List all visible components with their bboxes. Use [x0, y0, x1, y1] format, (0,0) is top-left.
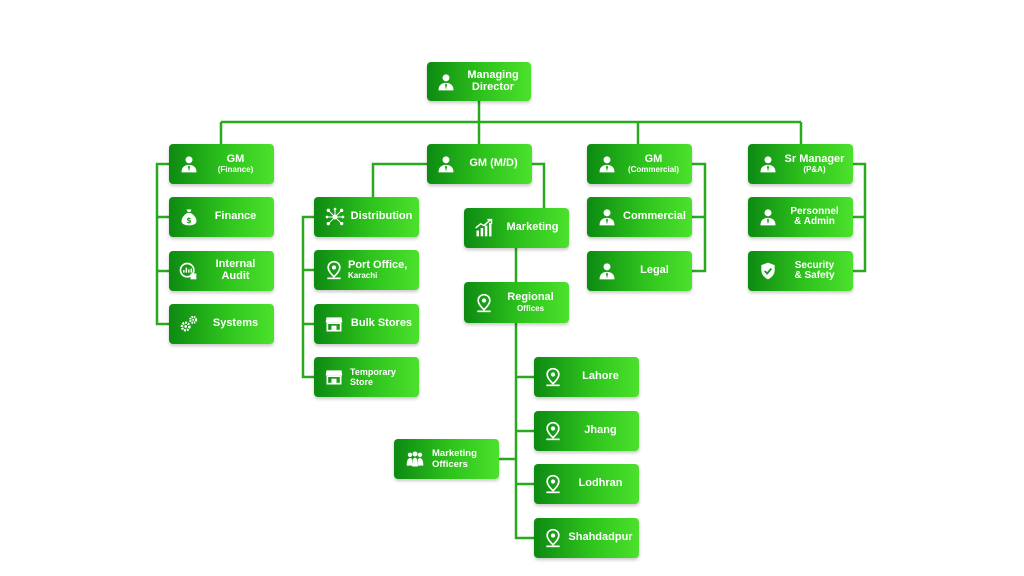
node-title: GM — [226, 152, 245, 165]
node-title: Temporary — [350, 366, 396, 377]
person-icon — [757, 206, 779, 228]
location-pin-icon — [323, 259, 345, 281]
location-pin-icon — [542, 366, 564, 388]
shield-check-icon — [757, 260, 779, 282]
node-title: Regional — [507, 291, 554, 304]
node-subtitle: Karachi — [348, 271, 378, 281]
node-commercial: Commercial — [587, 197, 692, 237]
connector-commercial-branch — [692, 162, 707, 273]
node-security-safety: Security & Safety — [748, 251, 853, 291]
node-title: Personnel — [790, 205, 839, 217]
location-pin-icon — [542, 527, 564, 549]
node-subtitle: (Commercial) — [627, 165, 680, 175]
node-title: Sr Manager — [784, 152, 845, 165]
node-title: Port Office, — [348, 258, 408, 271]
connector-distribution — [371, 162, 427, 197]
node-finance: Finance — [169, 197, 274, 237]
gears-icon — [178, 313, 200, 335]
node-gm-md: GM (M/D) — [427, 144, 532, 184]
node-legal: Legal — [587, 251, 692, 291]
node-internal-audit: Internal Audit — [169, 251, 274, 291]
node-sr-manager: Sr Manager (P&A) — [748, 144, 853, 184]
node-subtitle: (Finance) — [217, 165, 254, 175]
audit-icon — [177, 260, 199, 282]
node-title: Lodhran — [578, 477, 623, 490]
node-title: Finance — [214, 210, 257, 223]
node-title: Jhang — [584, 424, 617, 437]
team-icon — [402, 448, 428, 470]
node-subtitle: & Admin — [794, 216, 835, 227]
node-subtitle: Store — [350, 377, 374, 387]
node-title: Shahdadpur — [568, 531, 633, 544]
network-icon — [324, 206, 346, 228]
node-systems: Systems — [169, 304, 274, 344]
node-jhang: Jhang — [534, 411, 639, 451]
node-title: Commercial — [623, 210, 686, 223]
person-icon — [435, 71, 457, 93]
node-title: Distribution — [350, 210, 413, 223]
node-lodhran: Lodhran — [534, 464, 639, 504]
node-title: Lahore — [582, 370, 619, 383]
person-icon — [596, 153, 618, 175]
node-regional-offices: Regional Offices — [464, 282, 569, 323]
connector-distribution-branch — [301, 215, 314, 379]
growth-chart-icon — [473, 217, 495, 239]
node-title: Marketing — [506, 221, 559, 234]
connector-regional-branch — [499, 323, 534, 540]
store-icon — [323, 366, 345, 388]
person-icon — [596, 260, 618, 282]
node-marketing-officers: Marketing Officers — [394, 439, 499, 479]
connector-srmgr-branch — [853, 162, 867, 273]
node-title: Legal — [640, 264, 669, 277]
node-title: Systems — [212, 317, 259, 330]
connector-finance-branch — [155, 162, 169, 326]
node-title: Bulk Stores — [350, 317, 413, 330]
money-bag-icon — [178, 206, 200, 228]
node-managing-director: Managing Director — [427, 62, 531, 101]
store-icon — [323, 313, 345, 335]
node-temporary-store: Temporary Store — [314, 357, 419, 397]
node-gm-commercial: GM (Commercial) — [587, 144, 692, 184]
node-lahore: Lahore — [534, 357, 639, 397]
location-pin-icon — [542, 473, 564, 495]
person-icon — [435, 153, 457, 175]
node-title: GM — [644, 152, 663, 165]
node-title: GM (M/D) — [469, 157, 518, 170]
node-title: Marketing — [432, 448, 477, 460]
node-title: Security — [794, 259, 835, 271]
node-subtitle: & Safety — [794, 270, 835, 281]
node-personnel-admin: Personnel & Admin — [748, 197, 853, 237]
node-shahdadpur: Shahdadpur — [534, 518, 639, 558]
node-distribution: Distribution — [314, 197, 419, 237]
node-gm-finance: GM (Finance) — [169, 144, 274, 184]
location-pin-icon — [542, 420, 564, 442]
person-icon — [757, 153, 779, 175]
node-title: Managing — [467, 68, 519, 81]
node-title: Internal Audit — [215, 258, 256, 282]
person-icon — [178, 153, 200, 175]
node-subtitle: (P&A) — [803, 165, 826, 175]
node-subtitle: Officers — [432, 459, 468, 470]
node-subtitle: Director — [471, 80, 515, 93]
node-port-office: Port Office, Karachi — [314, 250, 419, 290]
node-subtitle: Offices — [516, 303, 545, 313]
connector-marketing — [532, 162, 546, 208]
location-pin-icon — [473, 292, 495, 314]
person-icon — [596, 206, 618, 228]
node-marketing: Marketing — [464, 208, 569, 248]
node-bulk-stores: Bulk Stores — [314, 304, 419, 344]
